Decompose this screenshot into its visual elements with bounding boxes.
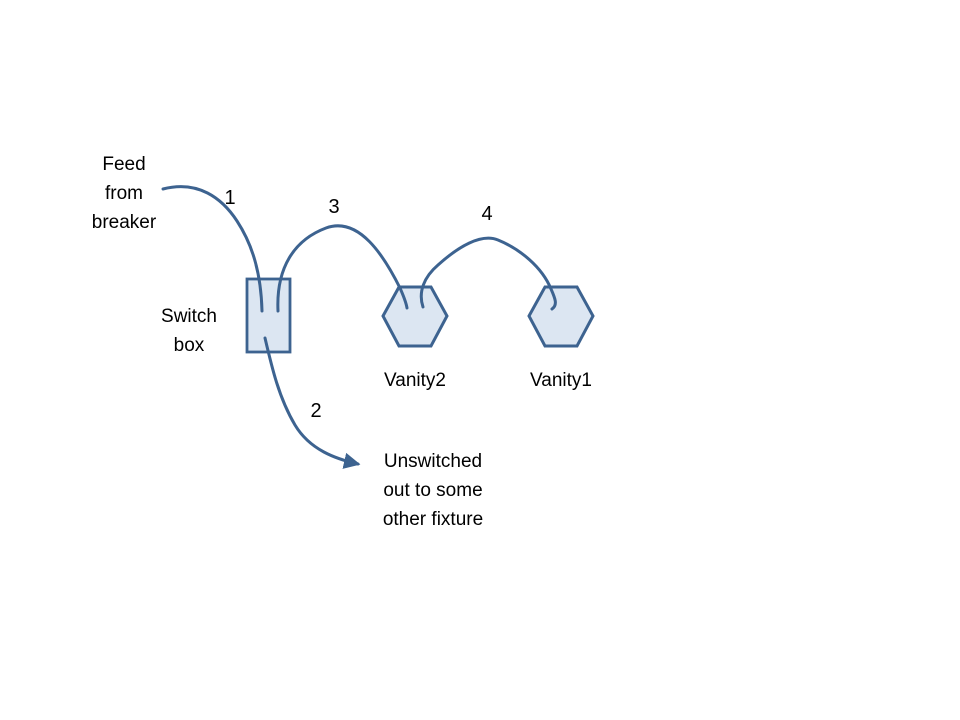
unswitched-label-line: other fixture	[382, 509, 484, 530]
switch-box-label-line: box	[173, 335, 205, 356]
switch-box-shape	[245, 277, 292, 354]
wire-3	[276, 224, 409, 313]
feed-from-breaker-label: Feed from breaker	[68, 150, 180, 237]
wire-3-label: 3	[328, 196, 340, 218]
feed-label-line: breaker	[91, 212, 157, 233]
wire-4	[419, 236, 557, 311]
wire-2	[263, 336, 361, 469]
feed-label-line: from	[105, 183, 143, 204]
wire-4-label: 4	[481, 203, 493, 225]
unswitched-label-line: out to some	[383, 480, 483, 501]
switch-box-label: Switch box	[140, 302, 238, 360]
wire-1-label: 1	[224, 187, 236, 209]
vanity1-label: Vanity1	[530, 370, 592, 391]
switch-box-label-line: Switch	[161, 306, 217, 327]
feed-label-line: Feed	[102, 154, 146, 175]
vanity2-shape	[381, 285, 449, 348]
unswitched-label: Unswitched out to some other fixture	[360, 447, 506, 534]
unswitched-label-line: Unswitched	[383, 451, 483, 472]
vanity2-label: Vanity2	[384, 370, 446, 391]
wire-2-label: 2	[310, 400, 322, 422]
vanity1-shape	[527, 285, 595, 348]
wire-1	[161, 185, 264, 313]
